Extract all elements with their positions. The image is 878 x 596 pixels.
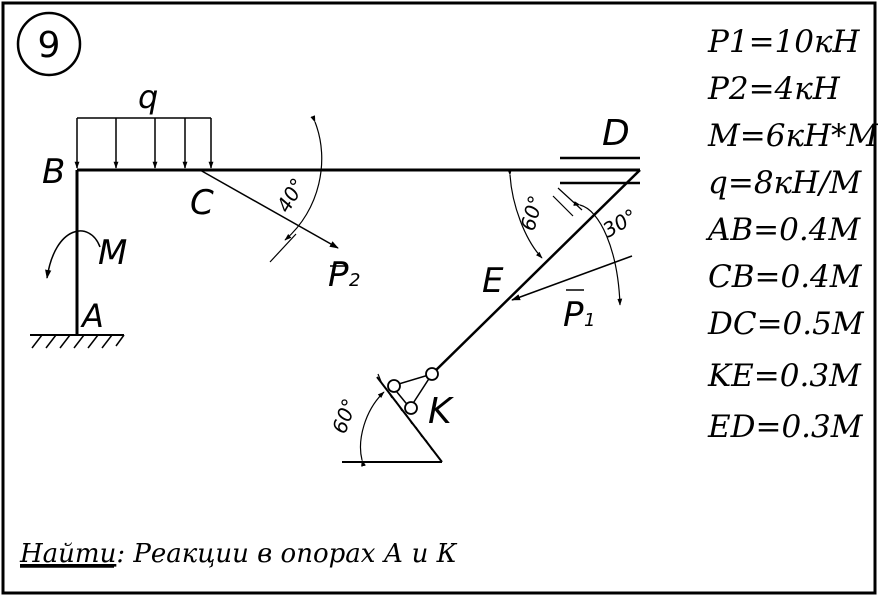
label-p1: P bbox=[563, 295, 584, 335]
angle-label-d: 60° bbox=[516, 193, 548, 233]
given-values: P1=10кН P2=4кН M=6кН*М q=8кН/М AB=0.4M C… bbox=[705, 24, 878, 445]
problem-number: 9 bbox=[38, 25, 61, 66]
angle-label-p1: 30° bbox=[599, 204, 642, 243]
p1-extension-line bbox=[557, 187, 583, 211]
force-p2-arrow bbox=[199, 169, 339, 249]
given-p2: P2=4кН bbox=[707, 71, 841, 107]
label-p2: P bbox=[328, 255, 349, 295]
label-c: C bbox=[190, 183, 214, 223]
given-ab: AB=0.4M bbox=[705, 212, 861, 248]
d-extension-line bbox=[552, 195, 574, 217]
label-p2-subscript: 2 bbox=[349, 270, 360, 291]
force-p1-arrow bbox=[511, 255, 633, 301]
angle-label-k: 60° bbox=[327, 395, 362, 437]
given-p1: P1=10кН bbox=[707, 24, 861, 60]
angle-arc-c bbox=[284, 115, 323, 241]
given-m: M=6кН*М bbox=[707, 118, 878, 154]
task-prefix: Найти bbox=[19, 539, 116, 569]
moment-arrow bbox=[45, 230, 101, 279]
given-cb: CB=0.4M bbox=[708, 259, 863, 295]
p2-extension-line bbox=[269, 233, 297, 263]
label-d: D bbox=[602, 113, 630, 154]
angle-arc-p1 bbox=[573, 201, 623, 306]
label-b: B bbox=[42, 152, 65, 192]
problem-number-circle bbox=[16, 11, 82, 77]
given-dc: DC=0.5M bbox=[707, 306, 865, 342]
distributed-load-q bbox=[74, 117, 214, 169]
label-m: M bbox=[98, 233, 127, 273]
label-p1-subscript: 1 bbox=[584, 310, 595, 331]
angle-arc-d bbox=[507, 168, 543, 259]
given-q: q=8кН/М bbox=[708, 165, 863, 201]
given-ke: KE=0.3M bbox=[707, 358, 862, 394]
task-statement: Найти: Реакции в опорах А и К bbox=[19, 539, 458, 569]
label-q: q bbox=[138, 78, 158, 116]
angle-label-c: 40° bbox=[272, 174, 311, 217]
label-k: K bbox=[428, 391, 454, 432]
label-a: A bbox=[80, 297, 104, 335]
svg-text:Найти: Реакции в опорах А и К: Найти: Реакции в опорах А и К bbox=[19, 539, 458, 569]
given-ed: ED=0.3M bbox=[707, 409, 864, 445]
roller-support-k bbox=[342, 367, 443, 467]
task-text: : Реакции в опорах А и К bbox=[116, 539, 457, 569]
label-e: E bbox=[482, 261, 504, 301]
fixed-support-a bbox=[30, 334, 125, 349]
